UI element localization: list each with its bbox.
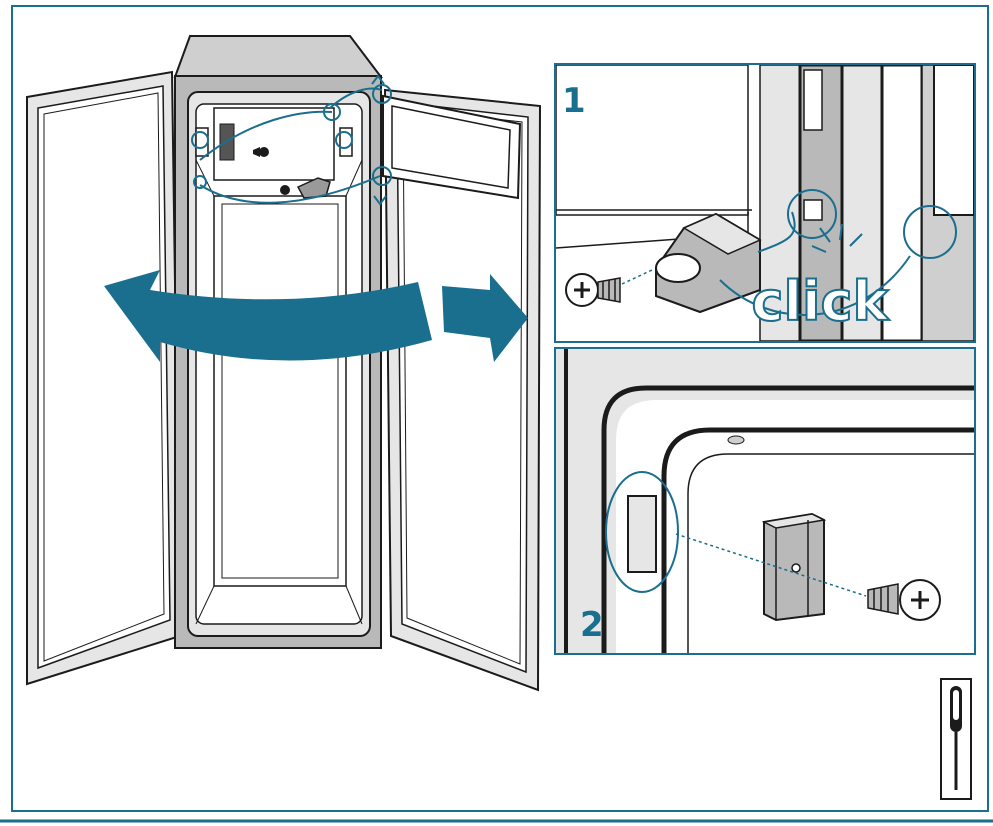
step-2-number: 2	[580, 605, 604, 645]
step-1-number: 1	[562, 81, 586, 121]
fridge-illustration	[26, 35, 542, 692]
curved-double-arrow-icon	[104, 270, 528, 362]
hinge-transfer-annotations	[191, 74, 392, 206]
outer-frame	[11, 5, 989, 812]
step-1-panel: click 1	[554, 63, 976, 343]
door-stop-block	[761, 512, 827, 622]
screw-icon	[565, 273, 621, 307]
left-door	[26, 70, 182, 686]
screw-icon	[867, 579, 941, 621]
right-door	[382, 88, 542, 692]
step-2-panel: 2	[554, 347, 976, 655]
fridge-cabinet	[173, 35, 384, 649]
hinge-bracket	[655, 212, 762, 314]
screwdriver-icon	[940, 678, 972, 800]
click-annotation: click	[752, 270, 890, 333]
